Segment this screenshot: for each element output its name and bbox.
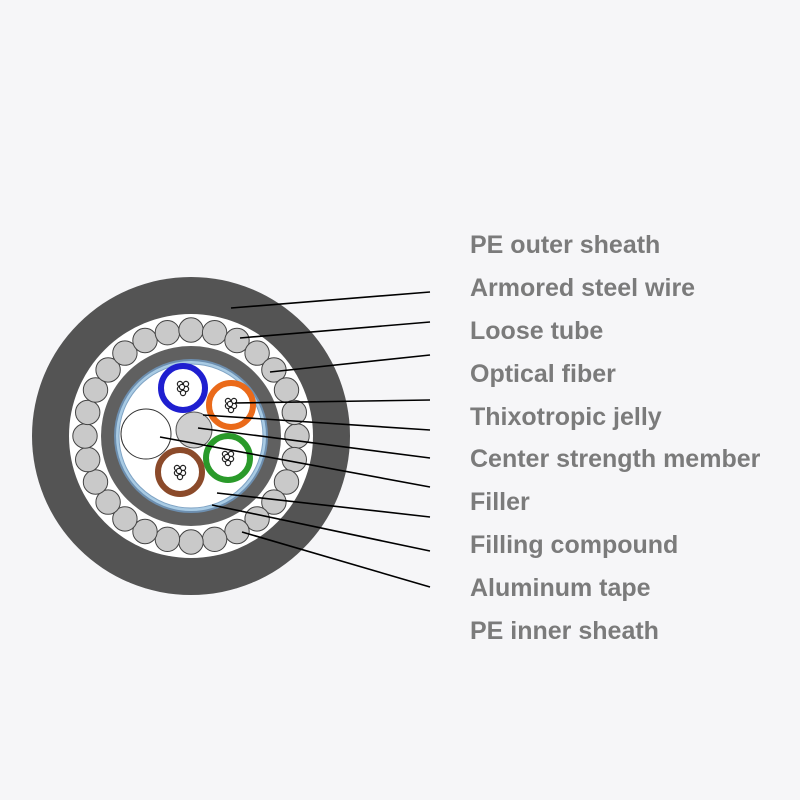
optical-fiber: [176, 473, 184, 481]
steel-wire: [273, 469, 300, 495]
steel-wire: [281, 399, 307, 426]
steel-wire: [132, 327, 158, 354]
leader-line: [202, 414, 431, 431]
steel-wire: [284, 423, 310, 449]
label-thixotropic-jelly: Thixotropic jelly: [470, 402, 662, 431]
optical-fiber: [179, 389, 187, 397]
steel-wire: [72, 423, 98, 449]
optical-fibers: [173, 380, 238, 481]
optical-fiber: [226, 400, 234, 408]
steel-wire: [112, 506, 138, 532]
leader-line: [216, 492, 431, 518]
label-optical-fiber: Optical fiber: [470, 359, 616, 388]
steel-wire: [82, 469, 109, 495]
steel-wire: [95, 489, 121, 515]
leader-line: [234, 399, 431, 404]
steel-wire: [75, 446, 101, 473]
steel-wire: [244, 340, 270, 366]
label-filler: Filler: [470, 488, 530, 517]
optical-fiber: [178, 383, 186, 391]
label-filling-compound: Filling compound: [470, 531, 679, 560]
optical-fiber: [224, 459, 232, 467]
label-center-strength-member: Center strength member: [470, 445, 761, 474]
leader-line: [211, 504, 431, 552]
steel-wire: [132, 518, 158, 545]
optical-fiber: [223, 453, 231, 461]
leader-line: [159, 436, 431, 488]
steel-wire: [178, 529, 204, 555]
component-label-list: PE outer sheath Armored steel wire Loose…: [470, 228, 800, 657]
leader-line: [269, 354, 431, 373]
steel-wire: [112, 340, 138, 366]
label-loose-tube: Loose tube: [470, 316, 604, 345]
steel-wire: [273, 377, 300, 403]
steel-wire: [95, 357, 121, 383]
steel-wire: [154, 526, 181, 552]
steel-wire: [201, 320, 228, 346]
steel-wire: [224, 327, 250, 354]
steel-wire: [178, 317, 204, 343]
optical-fiber: [227, 406, 235, 414]
leader-line: [230, 291, 431, 309]
leader-lines: [159, 291, 431, 588]
leader-line: [197, 427, 431, 459]
label-armored-steel-wire: Armored steel wire: [470, 273, 696, 302]
steel-wire: [82, 377, 109, 403]
steel-wire: [75, 399, 101, 426]
leader-line: [241, 531, 431, 588]
armored-steel-wire-ring: [72, 317, 310, 555]
leader-line: [239, 321, 431, 339]
optical-fiber: [175, 467, 183, 475]
steel-wire: [154, 320, 181, 346]
label-aluminum-tape: Aluminum tape: [470, 574, 651, 603]
steel-wire: [201, 526, 228, 552]
filler: [120, 408, 172, 460]
steel-wire: [224, 518, 250, 545]
label-pe-inner-sheath: PE inner sheath: [470, 617, 659, 646]
steel-wire: [261, 489, 287, 515]
label-pe-outer-sheath: PE outer sheath: [470, 231, 661, 259]
